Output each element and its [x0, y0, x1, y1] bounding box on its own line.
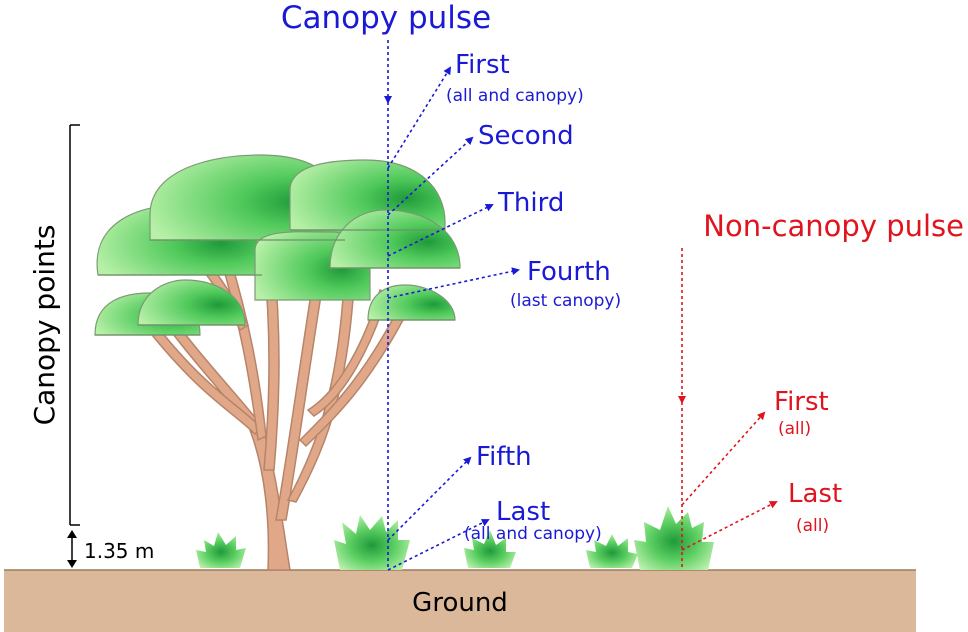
non-canopy-return-first-label: First: [774, 387, 829, 417]
canopy-points-label: Canopy points: [28, 225, 61, 426]
canopy-return-second-label: Second: [478, 121, 574, 151]
canopy-points-bracket: [69, 124, 80, 526]
canopy-return-fourth-label: Fourth: [527, 257, 611, 287]
non-canopy-return-first-note: (all): [778, 419, 811, 439]
non-canopy-return-first-arrow: [681, 411, 766, 506]
non-canopy-pulse-title: Non-canopy pulse: [703, 209, 964, 243]
shrub-middle: [464, 530, 516, 568]
canopy-pulse-title: Canopy pulse: [281, 0, 491, 36]
canopy-return-fourth-note: (last canopy): [510, 291, 621, 311]
height-threshold-label: 1.35 m: [84, 539, 154, 563]
shrub-under-canopy: [334, 515, 410, 570]
canopy-return-second-arrow: [387, 136, 474, 216]
shrub-right: [586, 534, 638, 568]
non-canopy-return-last-note: (all): [796, 516, 829, 536]
shrub-non-canopy: [634, 506, 714, 570]
ground-label: Ground: [412, 588, 508, 618]
canopy-return-fourth-arrow: [387, 267, 520, 299]
canopy-return-last-label: Last: [496, 497, 550, 527]
canopy-leaf-edges: [95, 229, 460, 336]
ground-strip: [4, 570, 916, 632]
canopy-return-third-label: Third: [497, 188, 564, 218]
non-canopy-pulse: [678, 248, 778, 570]
height-threshold-arrow: [67, 530, 77, 568]
non-canopy-return-last-label: Last: [788, 479, 842, 509]
canopy-return-fifth-arrow: [387, 456, 472, 541]
canopy-return-first-arrow: [387, 66, 452, 169]
canopy-return-last-arrow: [387, 519, 490, 571]
canopy-return-last-note: (all and canopy): [464, 524, 602, 544]
canopy-return-third-arrow: [387, 204, 494, 257]
canopy-return-first-label: First: [455, 50, 510, 80]
canopy-pulse: [384, 40, 520, 571]
shrub-far-left: [196, 532, 246, 568]
canopy-return-fifth-label: Fifth: [476, 442, 532, 472]
canopy-return-first-note: (all and canopy): [446, 86, 584, 106]
